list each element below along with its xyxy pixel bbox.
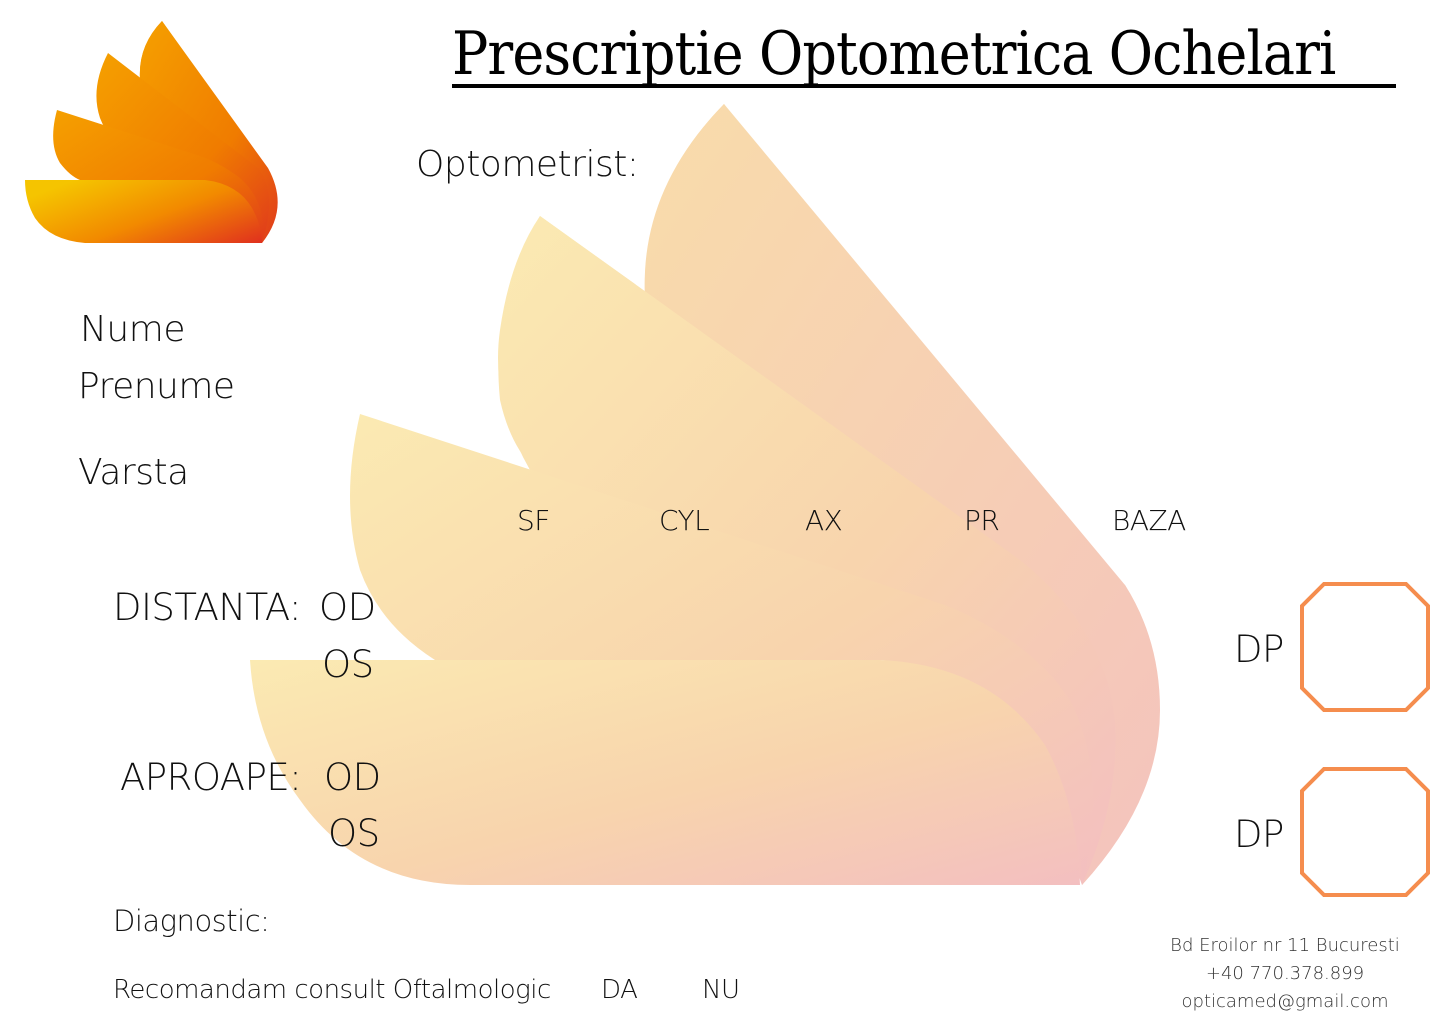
address-text: Bd Eroilor nr 11 Bucuresti <box>1170 935 1400 956</box>
dp-near-field[interactable] <box>1300 767 1430 897</box>
aproape-os-label: OS <box>328 812 380 855</box>
dp-distance-field[interactable] <box>1300 582 1430 712</box>
phone-text: +40 770.378.899 <box>1205 963 1365 984</box>
option-da[interactable]: DA <box>601 975 638 1005</box>
diagnostic-label: Diagnostic: <box>113 904 270 938</box>
nume-field[interactable] <box>260 305 960 355</box>
nume-label: Nume <box>80 309 185 350</box>
varsta-field[interactable] <box>260 448 660 498</box>
recommendation-text: Recomandam consult Oftalmologic <box>113 975 551 1005</box>
optometrist-field[interactable] <box>660 140 1220 190</box>
contact-info: Bd Eroilor nr 11 Bucuresti +40 770.378.8… <box>1140 932 1430 1016</box>
column-header-pr: PR <box>964 504 1000 537</box>
distanta-label: DISTANTA: <box>113 586 301 629</box>
optometrist-label: Optometrist: <box>416 144 639 185</box>
distanta-os-row[interactable] <box>480 641 1220 691</box>
brand-logo-icon <box>25 21 278 243</box>
dp-near-label: DP <box>1234 813 1284 856</box>
column-header-baza: BAZA <box>1112 504 1186 537</box>
distanta-od-label: OD <box>319 586 376 629</box>
diagnostic-field[interactable] <box>290 900 1090 944</box>
prenume-label: Prenume <box>78 366 235 407</box>
varsta-label: Varsta <box>78 452 189 493</box>
page-title: Prescriptie Optometrica Ochelari <box>452 19 1336 89</box>
distanta-os-label: OS <box>322 643 374 686</box>
prenume-field[interactable] <box>260 362 960 412</box>
email-text: opticamed@gmail.com <box>1181 991 1389 1012</box>
aproape-os-row[interactable] <box>480 810 1220 860</box>
dp-distance-label: DP <box>1234 628 1284 671</box>
aproape-od-label: OD <box>324 756 381 799</box>
aproape-label: APROAPE: <box>120 756 302 799</box>
column-header-cyl: CYL <box>659 504 710 537</box>
column-header-ax: AX <box>805 504 843 537</box>
option-nu[interactable]: NU <box>702 975 740 1005</box>
aproape-od-row[interactable] <box>480 754 1220 804</box>
title-underline <box>452 84 1396 88</box>
column-header-sf: SF <box>517 504 550 537</box>
distanta-od-row[interactable] <box>480 584 1220 634</box>
